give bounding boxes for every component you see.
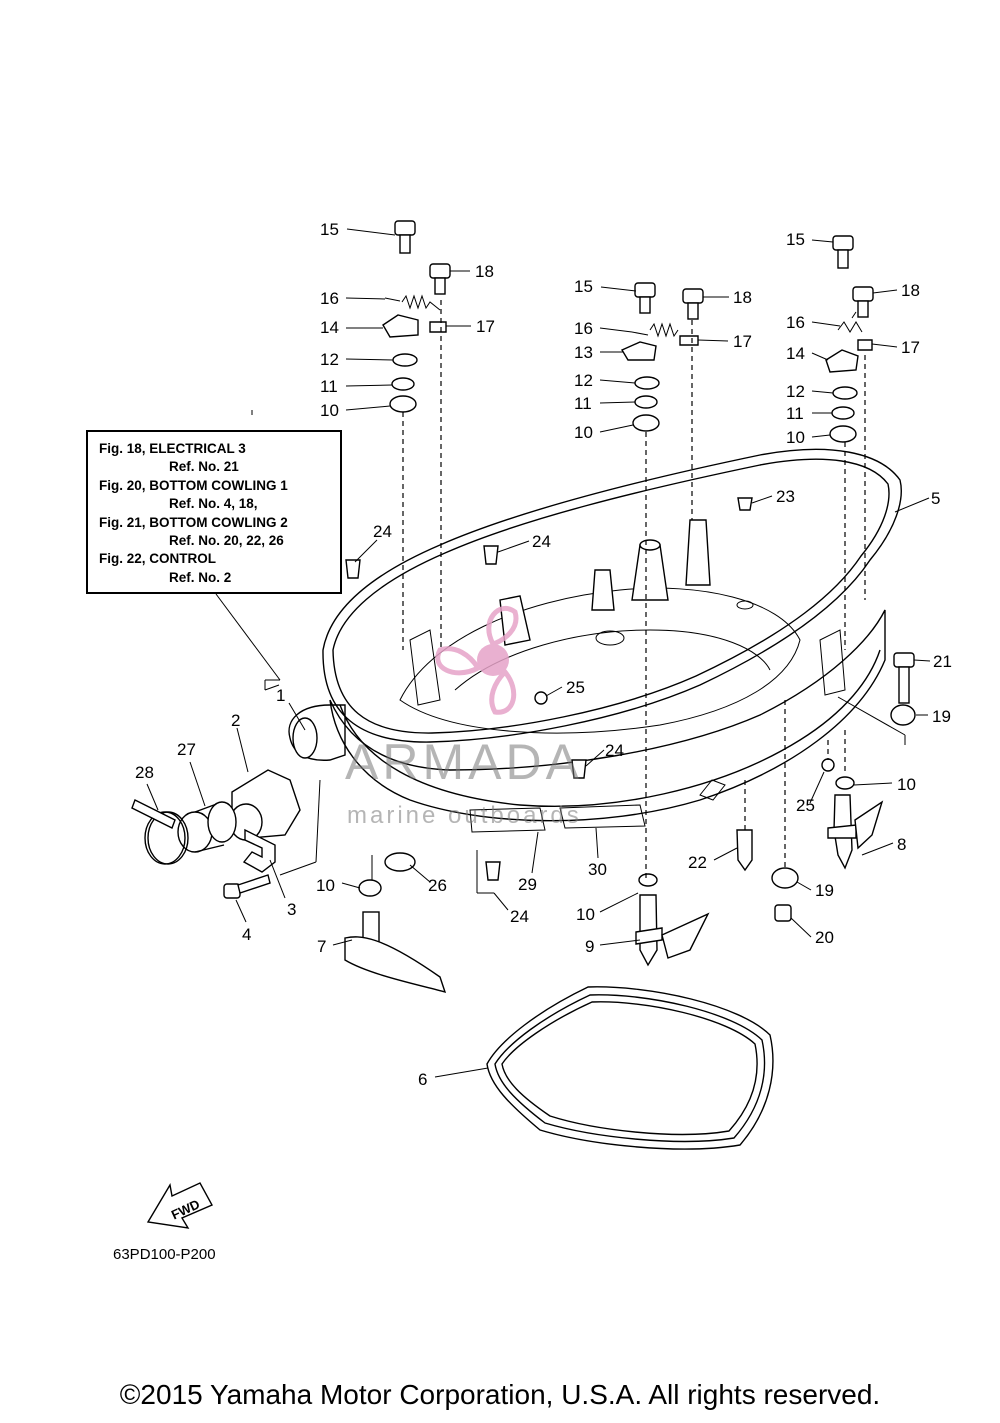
callout-18: 18 [901, 281, 920, 300]
callout-16: 16 [786, 313, 805, 332]
copyright-notice: ©2015 Yamaha Motor Corporation, U.S.A. A… [119, 1379, 881, 1410]
gasket-6 [486, 986, 774, 1150]
watermark-logo-icon [435, 605, 519, 715]
callout-15: 15 [574, 277, 593, 296]
watermark-title: ARMADA [345, 734, 583, 790]
callout-27: 27 [177, 740, 196, 759]
callout-18: 18 [475, 262, 494, 281]
callout-10: 10 [320, 401, 339, 420]
ref-no-fig-20: Ref. No. 4, 18, [169, 496, 258, 512]
callout-3: 3 [287, 900, 296, 919]
callout-22: 22 [688, 853, 707, 872]
callout-16: 16 [574, 319, 593, 338]
ref-fig-20: Fig. 20, BOTTOM COWLING 1 [99, 477, 288, 493]
callout-17: 17 [476, 317, 495, 336]
right-side-parts [827, 652, 916, 870]
callout-15: 15 [786, 230, 805, 249]
callout-7: 7 [317, 937, 326, 956]
callouts: 15 18 16 14 17 12 11 10 15 18 16 13 17 1… [135, 220, 952, 1089]
callout-24: 24 [532, 532, 551, 551]
hardware-stack-right [825, 235, 874, 443]
callout-12: 12 [574, 371, 593, 390]
callout-2: 2 [231, 711, 240, 730]
ref-fig-18: Fig. 18, ELECTRICAL 3 [99, 441, 246, 456]
callout-16: 16 [320, 289, 339, 308]
fwd-arrow-icon: FWD [146, 1182, 213, 1229]
callout-25: 25 [796, 796, 815, 815]
callout-4: 4 [242, 925, 251, 944]
ref-no-fig-22: Ref. No. 2 [169, 569, 232, 585]
callout-30: 30 [588, 860, 607, 879]
left-lower-parts [131, 769, 447, 994]
callout-10: 10 [574, 423, 593, 442]
callout-12: 12 [786, 382, 805, 401]
callout-15: 15 [320, 220, 339, 239]
callout-8: 8 [897, 835, 906, 854]
callout-12: 12 [320, 350, 339, 369]
callout-26: 26 [428, 876, 447, 895]
leader-lines [146, 228, 931, 1078]
callout-10: 10 [316, 876, 335, 895]
callout-18: 18 [733, 288, 752, 307]
callout-14: 14 [786, 344, 805, 363]
callout-25: 25 [566, 678, 585, 697]
callout-10: 10 [576, 905, 595, 924]
callout-5: 5 [931, 489, 940, 508]
callout-11: 11 [574, 394, 592, 413]
callout-1: 1 [276, 686, 285, 705]
callout-19: 19 [932, 707, 951, 726]
callout-11: 11 [320, 377, 338, 396]
callout-10: 10 [786, 428, 805, 447]
drawing-code: 63PD100-P200 [113, 1246, 216, 1263]
callout-24: 24 [510, 907, 529, 926]
callout-19: 19 [815, 881, 834, 900]
callout-17: 17 [901, 338, 920, 357]
callout-24: 24 [605, 741, 624, 760]
hardware-stack-left [382, 220, 451, 413]
reference-box: Fig. 18, ELECTRICAL 3 Ref. No. 21 Fig. 2… [86, 430, 342, 594]
ref-fig-22: Fig. 22, CONTROL [99, 551, 217, 567]
ref-no-fig-21: Ref. No. 20, 22, 26 [169, 533, 284, 549]
small-fasteners [345, 497, 835, 881]
callout-17: 17 [733, 332, 752, 351]
callout-9: 9 [585, 937, 594, 956]
fwd-label: FWD [169, 1196, 202, 1222]
callout-21: 21 [933, 652, 952, 671]
callout-28: 28 [135, 763, 154, 782]
callout-20: 20 [815, 928, 834, 947]
callout-24: 24 [373, 522, 392, 541]
ref-no-fig-18: Ref. No. 21 [169, 459, 239, 475]
callout-29: 29 [518, 875, 537, 894]
callout-13: 13 [574, 343, 593, 362]
callout-10: 10 [897, 775, 916, 794]
callout-11: 11 [786, 404, 804, 423]
callout-6: 6 [418, 1070, 427, 1089]
ref-fig-21: Fig. 21, BOTTOM COWLING 2 [99, 514, 288, 530]
callout-23: 23 [776, 487, 795, 506]
hardware-stack-center [620, 282, 704, 432]
callout-14: 14 [320, 318, 339, 337]
center-lower-parts [635, 829, 799, 967]
watermark-subtitle: marine outboards [347, 802, 582, 829]
